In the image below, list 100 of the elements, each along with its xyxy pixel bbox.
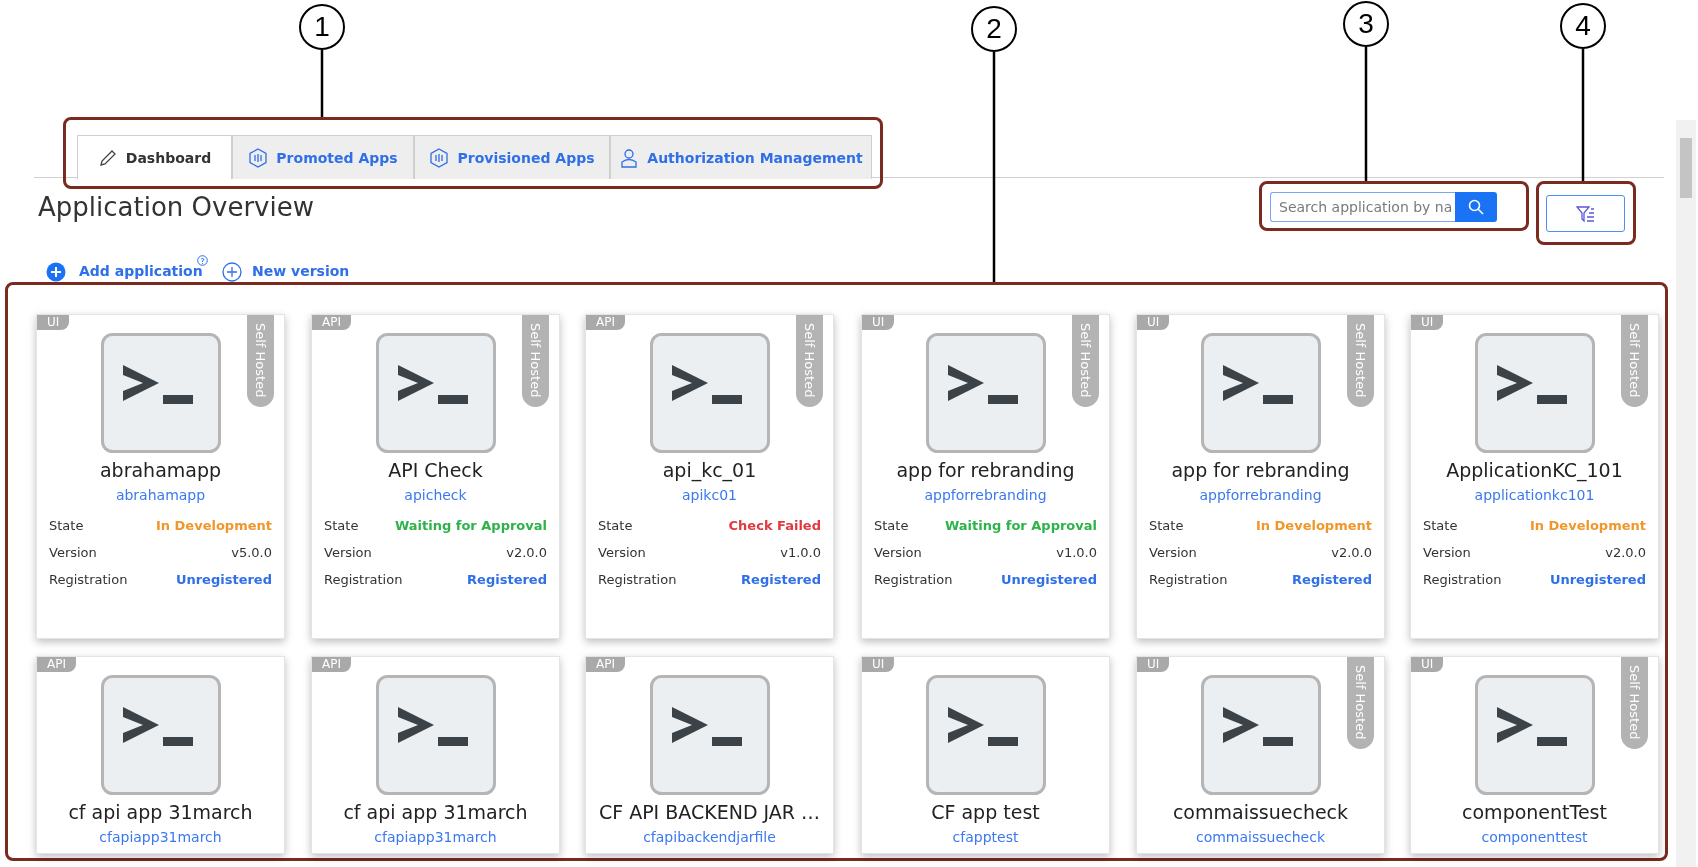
tab: Promoted Apps [232,135,414,179]
field-label: State [1149,518,1184,533]
app-id: apicheck [403,487,468,503]
filter-button [1546,195,1625,232]
field-value: In Development [1529,518,1646,533]
field-label: Version [1149,545,1197,560]
callout-number: 3 [1343,1,1389,47]
app-title: CF app test [930,801,1041,823]
field-label: State [324,518,359,533]
app-title: commaissuecheck [1171,801,1350,823]
field-value: v2.0.0 [1605,545,1646,560]
field-value: v2.0.0 [1331,545,1372,560]
app-card [1136,314,1385,639]
app-card [1410,656,1659,854]
app-id: appforrebranding [923,487,1048,503]
field-label: Registration [324,572,403,587]
app-title: app for rebranding [1170,459,1351,481]
highlight-frame [1259,181,1529,231]
field-label: Version [598,545,646,560]
type-tag: UI [862,315,895,330]
field-label: State [598,518,633,533]
hosting-tag: Self Hosted [796,315,823,408]
app-id: cfapptest [951,829,1020,845]
app-title: CF API BACKEND JAR … [597,801,822,823]
type-tag: UI [1411,315,1444,330]
callout-number: 2 [971,6,1017,52]
field-value: v1.0.0 [780,545,821,560]
leader-line [1364,47,1368,183]
app-id: applicationkc101 [1473,487,1596,503]
leader-line [320,50,324,119]
field-value: In Development [1255,518,1372,533]
field-value: Unregistered [1549,572,1646,587]
type-tag: UI [1411,657,1444,672]
action-link: New version [252,263,350,279]
leader-line [992,52,996,284]
highlight-frame [63,117,883,189]
app-title: API Check [387,459,484,481]
search-field: Search application by na [1270,192,1455,222]
app-id: appforrebranding [1198,487,1323,503]
app-id: componenttest [1480,829,1589,845]
field-label: Registration [49,572,128,587]
app-card [585,314,834,639]
app-card [311,314,560,639]
field-value: v5.0.0 [231,545,272,560]
field-value: Registered [467,572,547,587]
field-label: Registration [874,572,953,587]
app-id: cfapiapp31march [373,829,498,845]
field-value: Waiting for Approval [944,518,1097,533]
field-value: Check Failed [728,518,821,533]
field-label: Registration [1149,572,1228,587]
field-label: Version [49,545,97,560]
field-label: Version [874,545,922,560]
hosting-tag: Self Hosted [1621,657,1648,750]
field-label: Registration [1423,572,1502,587]
page-heading: Application Overview [38,192,314,222]
tab: Provisioned Apps [414,135,610,179]
app-card [1136,656,1385,854]
field-label: Version [324,545,372,560]
type-tag: API [312,657,351,672]
field-value: Unregistered [175,572,272,587]
field-value: Waiting for Approval [394,518,547,533]
app-title: cf api app 31march [67,801,254,823]
app-card [36,314,285,639]
type-tag: UI [1137,657,1170,672]
field-value: In Development [155,518,272,533]
app-id: commaissuecheck [1194,829,1327,845]
app-card [861,314,1110,639]
app-title: componentTest [1461,801,1608,823]
type-tag: API [37,657,76,672]
field-label: State [1423,518,1458,533]
app-id: cfapiapp31march [98,829,223,845]
app-title: ApplicationKC_101 [1445,459,1624,481]
callout-number: 4 [1560,3,1606,49]
app-title: cf api app 31march [342,801,529,823]
app-card [36,656,285,854]
tab: Authorization Management [610,135,872,179]
app-id: apikc01 [681,487,738,503]
hosting-tag: Self Hosted [1621,315,1648,408]
highlight-frame [1536,181,1636,245]
field-value: Registered [741,572,821,587]
hosting-tag: Self Hosted [522,315,549,408]
field-label: Version [1423,545,1471,560]
app-title: abrahamapp [98,459,223,481]
type-tag: API [586,657,625,672]
app-title: api_kc_01 [661,459,758,481]
tab: Dashboard [77,135,232,179]
app-title: app for rebranding [895,459,1076,481]
field-label: State [874,518,909,533]
app-card [861,656,1110,854]
field-value: v2.0.0 [506,545,547,560]
action-link: Add application [79,263,203,279]
leader-line [1581,49,1585,183]
field-value: Unregistered [1000,572,1097,587]
hosting-tag: Self Hosted [1347,657,1374,750]
hosting-tag: Self Hosted [1347,315,1374,408]
field-label: Registration [598,572,677,587]
app-card [585,656,834,854]
hosting-tag: Self Hosted [247,315,274,408]
hosting-tag: Self Hosted [1072,315,1099,408]
app-id: cfapibackendjarfile [642,829,777,845]
